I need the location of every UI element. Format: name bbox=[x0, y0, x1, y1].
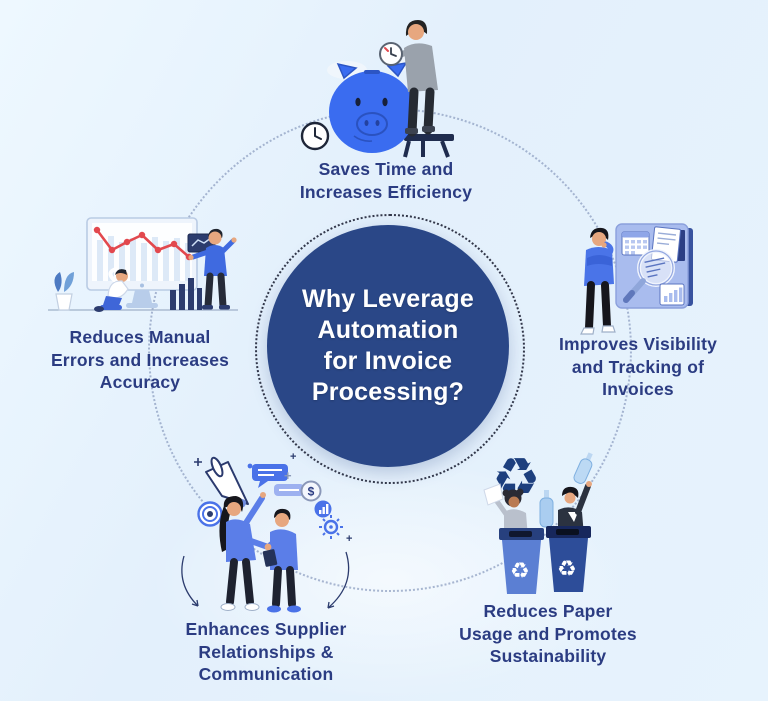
magnifier-icon bbox=[623, 249, 675, 303]
monitor-icon bbox=[86, 217, 198, 308]
screen-bars bbox=[97, 236, 190, 281]
caption-line: Communication bbox=[198, 664, 334, 684]
caption-line: Increases Efficiency bbox=[299, 181, 473, 202]
title-line: Why Leverage bbox=[302, 285, 474, 313]
target-icon bbox=[197, 501, 223, 527]
caption-improves-visibility: Improves Visibility and Tracking of Invo… bbox=[498, 333, 768, 401]
chart-card-icon bbox=[659, 283, 685, 306]
recycle-glyph-right-bin: ♻ bbox=[557, 557, 577, 582]
swoosh-arrows bbox=[181, 551, 350, 609]
title-line: for Invoice bbox=[323, 347, 453, 375]
central-topic-circle: Why Leverage Automation for Invoice Proc… bbox=[267, 225, 509, 467]
illustration-improves-visibility bbox=[576, 222, 696, 342]
caption-line: Improves Visibility bbox=[558, 334, 718, 354]
dollar-glyph: $ bbox=[308, 485, 315, 499]
recycling-scene: ♻ bbox=[483, 446, 593, 594]
caption-line: Saves Time and bbox=[318, 159, 454, 179]
tablet-icon bbox=[262, 549, 278, 567]
caption-reduces-paper: Reduces Paper Usage and Promotes Sustain… bbox=[408, 600, 688, 668]
plus-sparkle: + bbox=[290, 452, 296, 463]
plus-sparkle: + bbox=[284, 468, 292, 483]
piggy-bank-icon bbox=[329, 61, 415, 153]
caption-line: Relationships & bbox=[198, 641, 334, 662]
page-title: Why Leverage Automation for Invoice Proc… bbox=[302, 284, 474, 408]
title-line: Automation bbox=[317, 316, 459, 344]
recycle-bin-right-icon: ♻ bbox=[546, 526, 591, 592]
caption-line: Usage and Promotes bbox=[459, 623, 637, 644]
caption-line: Reduces Paper bbox=[483, 601, 613, 621]
illustration-saves-time bbox=[292, 8, 477, 158]
gear-icon bbox=[319, 515, 343, 539]
bar-chart-icon bbox=[170, 278, 202, 310]
kneeling-person-figure bbox=[94, 267, 129, 312]
dollar-coin-icon: $ bbox=[300, 480, 322, 502]
error-chart-scene bbox=[48, 217, 238, 312]
caption-line: Accuracy bbox=[99, 372, 181, 392]
tracking-board-scene bbox=[580, 223, 693, 335]
recycler-person-left bbox=[483, 483, 528, 538]
megaphone-icon bbox=[194, 456, 253, 508]
caption-line: Errors and Increases bbox=[50, 349, 230, 370]
coin-clock-icon bbox=[379, 42, 403, 66]
chart-coin-icon bbox=[314, 500, 332, 518]
piggy-bank-scene bbox=[300, 20, 454, 158]
supplier-person-left bbox=[219, 492, 271, 611]
presenter-person-figure bbox=[188, 228, 237, 310]
recycle-bin-left-icon: ♻ bbox=[499, 528, 544, 594]
handshake-scene: $ + + bbox=[181, 451, 352, 613]
caption-line: Sustainability bbox=[489, 646, 607, 666]
clock-icon bbox=[300, 121, 330, 151]
recycle-glyph-left-bin: ♻ bbox=[510, 559, 530, 584]
calendar-icon bbox=[621, 231, 650, 256]
bottle-icon bbox=[539, 490, 554, 528]
caption-line: Enhances Supplier bbox=[185, 619, 347, 639]
chat-bubbles-icon bbox=[252, 464, 304, 496]
caption-line: Invoices bbox=[602, 379, 674, 399]
caption-saves-time: Saves Time and Increases Efficiency bbox=[226, 158, 546, 203]
title-line: Processing? bbox=[311, 378, 465, 406]
illustration-reduces-paper: ♻ bbox=[466, 434, 626, 599]
person-figure bbox=[379, 20, 438, 137]
stool-icon bbox=[403, 134, 454, 158]
caption-reduces-errors: Reduces Manual Errors and Increases Accu… bbox=[0, 326, 280, 394]
bottle-icon bbox=[573, 452, 593, 484]
illustration-reduces-errors bbox=[42, 210, 242, 318]
caption-line: Reduces Manual bbox=[69, 327, 211, 347]
supplier-person-right bbox=[262, 508, 301, 613]
thinking-person-figure bbox=[580, 227, 616, 335]
recycler-person-right bbox=[558, 452, 593, 536]
caption-enhances-supplier: Enhances Supplier Relationships & Commun… bbox=[126, 618, 406, 686]
illustration-enhances-supplier: $ + + bbox=[170, 451, 360, 617]
plant-icon bbox=[54, 272, 74, 311]
caption-line: and Tracking of bbox=[571, 356, 705, 377]
inner-dotted-ring bbox=[255, 214, 525, 484]
plus-sparkle: + bbox=[346, 533, 352, 545]
